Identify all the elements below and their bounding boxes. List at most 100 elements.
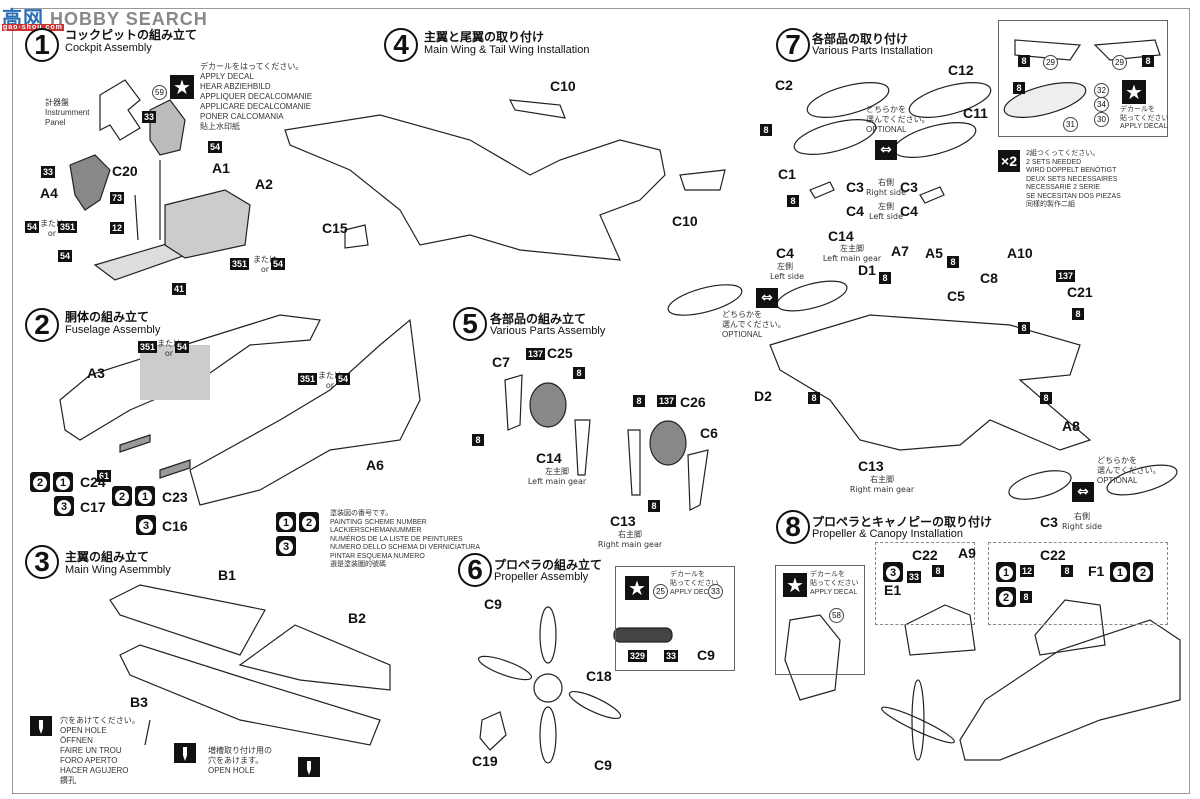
right-side-jp: 右側 bbox=[1074, 512, 1090, 521]
paint-8: 8 bbox=[1040, 392, 1052, 404]
paint-351: 351 bbox=[58, 221, 78, 233]
paint-8: 8 bbox=[1142, 55, 1154, 67]
part-C3: C3 bbox=[1040, 514, 1058, 530]
scheme-1-num: 1 bbox=[999, 566, 1013, 580]
windscreen-decal-box bbox=[775, 565, 865, 675]
optional-swap-icon: ⇔ bbox=[875, 140, 897, 160]
paint-8: 8 bbox=[1018, 322, 1030, 334]
step-3-title-en: Main Wing Asemmbly bbox=[65, 564, 171, 576]
step-8-title-jp: プロペラとキャノピーの取り付け bbox=[812, 515, 993, 529]
part-F1: F1 bbox=[1088, 563, 1105, 579]
right-gear-jp: 右主脚 bbox=[618, 530, 642, 539]
part-C11: C11 bbox=[963, 105, 988, 121]
scheme-3-num: 3 bbox=[886, 566, 900, 580]
part-C9: C9 bbox=[594, 757, 612, 773]
watermark-logo: 高网 HOBBY SEARCH gao-shou.com bbox=[2, 2, 208, 31]
or-en: or bbox=[47, 229, 57, 238]
watermark-brand: HOBBY SEARCH bbox=[50, 9, 208, 29]
part-C22: C22 bbox=[912, 547, 938, 563]
part-C5: C5 bbox=[947, 288, 965, 304]
open-hole-tank-note: 増槽取り付け用の 穴をあけます。 OPEN HOLE bbox=[208, 746, 272, 775]
part-C14: C14 bbox=[536, 450, 562, 466]
left-gear-en: Left main gear bbox=[822, 254, 882, 263]
decal-29: 29 bbox=[1112, 55, 1127, 70]
part-E1: E1 bbox=[884, 582, 902, 598]
part-C18: C18 bbox=[586, 668, 612, 684]
two-sets-badge: ×2 bbox=[998, 150, 1020, 172]
part-B3: B3 bbox=[130, 694, 148, 710]
paint-8: 8 bbox=[1061, 565, 1073, 577]
paint-8: 8 bbox=[648, 500, 660, 512]
paint-8: 8 bbox=[1020, 591, 1032, 603]
decal-star-icon: ★ bbox=[783, 573, 807, 597]
decal-34: 34 bbox=[1094, 97, 1109, 112]
paint-329: 329 bbox=[628, 650, 648, 662]
or-en: or bbox=[260, 265, 270, 274]
step-1-title-jp: コックピットの組み立て bbox=[65, 28, 198, 42]
left-gear-jp: 左主脚 bbox=[545, 467, 569, 476]
part-A3: A3 bbox=[87, 365, 105, 381]
scheme-2-num: 2 bbox=[115, 490, 129, 504]
part-C4: C4 bbox=[900, 203, 918, 219]
paint-33: 33 bbox=[907, 571, 922, 583]
part-D1: D1 bbox=[858, 262, 876, 278]
decal-star-icon: ★ bbox=[625, 576, 649, 600]
paint-12: 12 bbox=[1020, 565, 1035, 577]
step-2-number: 2 bbox=[25, 308, 59, 342]
right-side-jp: 右側 bbox=[878, 178, 894, 187]
step-8-number: 8 bbox=[776, 510, 810, 544]
paint-8: 8 bbox=[787, 195, 799, 207]
paint-33: 33 bbox=[664, 650, 679, 662]
step-7-title-jp: 各部品の取り付け bbox=[812, 32, 909, 46]
part-A6: A6 bbox=[366, 457, 384, 473]
part-C20: C20 bbox=[112, 163, 138, 179]
part-A1: A1 bbox=[212, 160, 230, 176]
paint-33: 33 bbox=[41, 166, 56, 178]
optional-swap-icon: ⇔ bbox=[1072, 482, 1094, 502]
paint-61: 61 bbox=[97, 470, 112, 482]
optional-note: どちらかを 選んでください。 OPTIONAL bbox=[722, 310, 786, 339]
part-C22: C22 bbox=[1040, 547, 1066, 563]
part-C9: C9 bbox=[697, 647, 715, 663]
scheme-2-badge: 2 bbox=[1133, 562, 1153, 582]
or-jp: または bbox=[253, 255, 277, 264]
scheme-3-badge: 3 bbox=[136, 515, 156, 535]
part-C4: C4 bbox=[846, 203, 864, 219]
paint-8: 8 bbox=[760, 124, 772, 136]
scheme-2-badge: 2 bbox=[299, 512, 319, 532]
scheme-2-num: 2 bbox=[999, 591, 1013, 605]
paint-8: 8 bbox=[1072, 308, 1084, 320]
part-A10: A10 bbox=[1007, 245, 1033, 261]
paint-8: 8 bbox=[932, 565, 944, 577]
apply-decal-note: デカールを 貼ってください APPLY DECAL bbox=[810, 571, 859, 596]
painting-scheme-note: 塗装図の番号です。 PAINTING SCHEME NUMBER LACKIER… bbox=[330, 510, 481, 568]
step-3-number: 3 bbox=[25, 545, 59, 579]
open-hole-icon bbox=[30, 716, 52, 736]
paint-54: 54 bbox=[58, 250, 73, 262]
decal-25: 25 bbox=[653, 584, 668, 599]
paint-8: 8 bbox=[1013, 82, 1025, 94]
or-en: or bbox=[164, 349, 174, 358]
part-C16: C16 bbox=[162, 518, 188, 534]
step-2-title-jp: 胴体の組み立て bbox=[65, 310, 150, 324]
open-hole-icon bbox=[174, 743, 196, 763]
part-C24: C24 bbox=[80, 474, 106, 490]
paint-8: 8 bbox=[879, 272, 891, 284]
tank-detail-box bbox=[998, 20, 1168, 137]
part-A4: A4 bbox=[40, 185, 58, 201]
part-D2: D2 bbox=[754, 388, 772, 404]
part-A2: A2 bbox=[255, 176, 273, 192]
paint-54: 54 bbox=[208, 141, 223, 153]
step-5-title-en: Various Parts Assembly bbox=[490, 325, 606, 337]
paint-8: 8 bbox=[947, 256, 959, 268]
paint-137: 137 bbox=[1056, 270, 1076, 282]
two-sets-note: 2組つくってください。 2 SETS NEEDED WIRD DOPPELT B… bbox=[1026, 150, 1121, 208]
scheme-1-num: 1 bbox=[279, 516, 293, 530]
part-A7: A7 bbox=[891, 243, 909, 259]
